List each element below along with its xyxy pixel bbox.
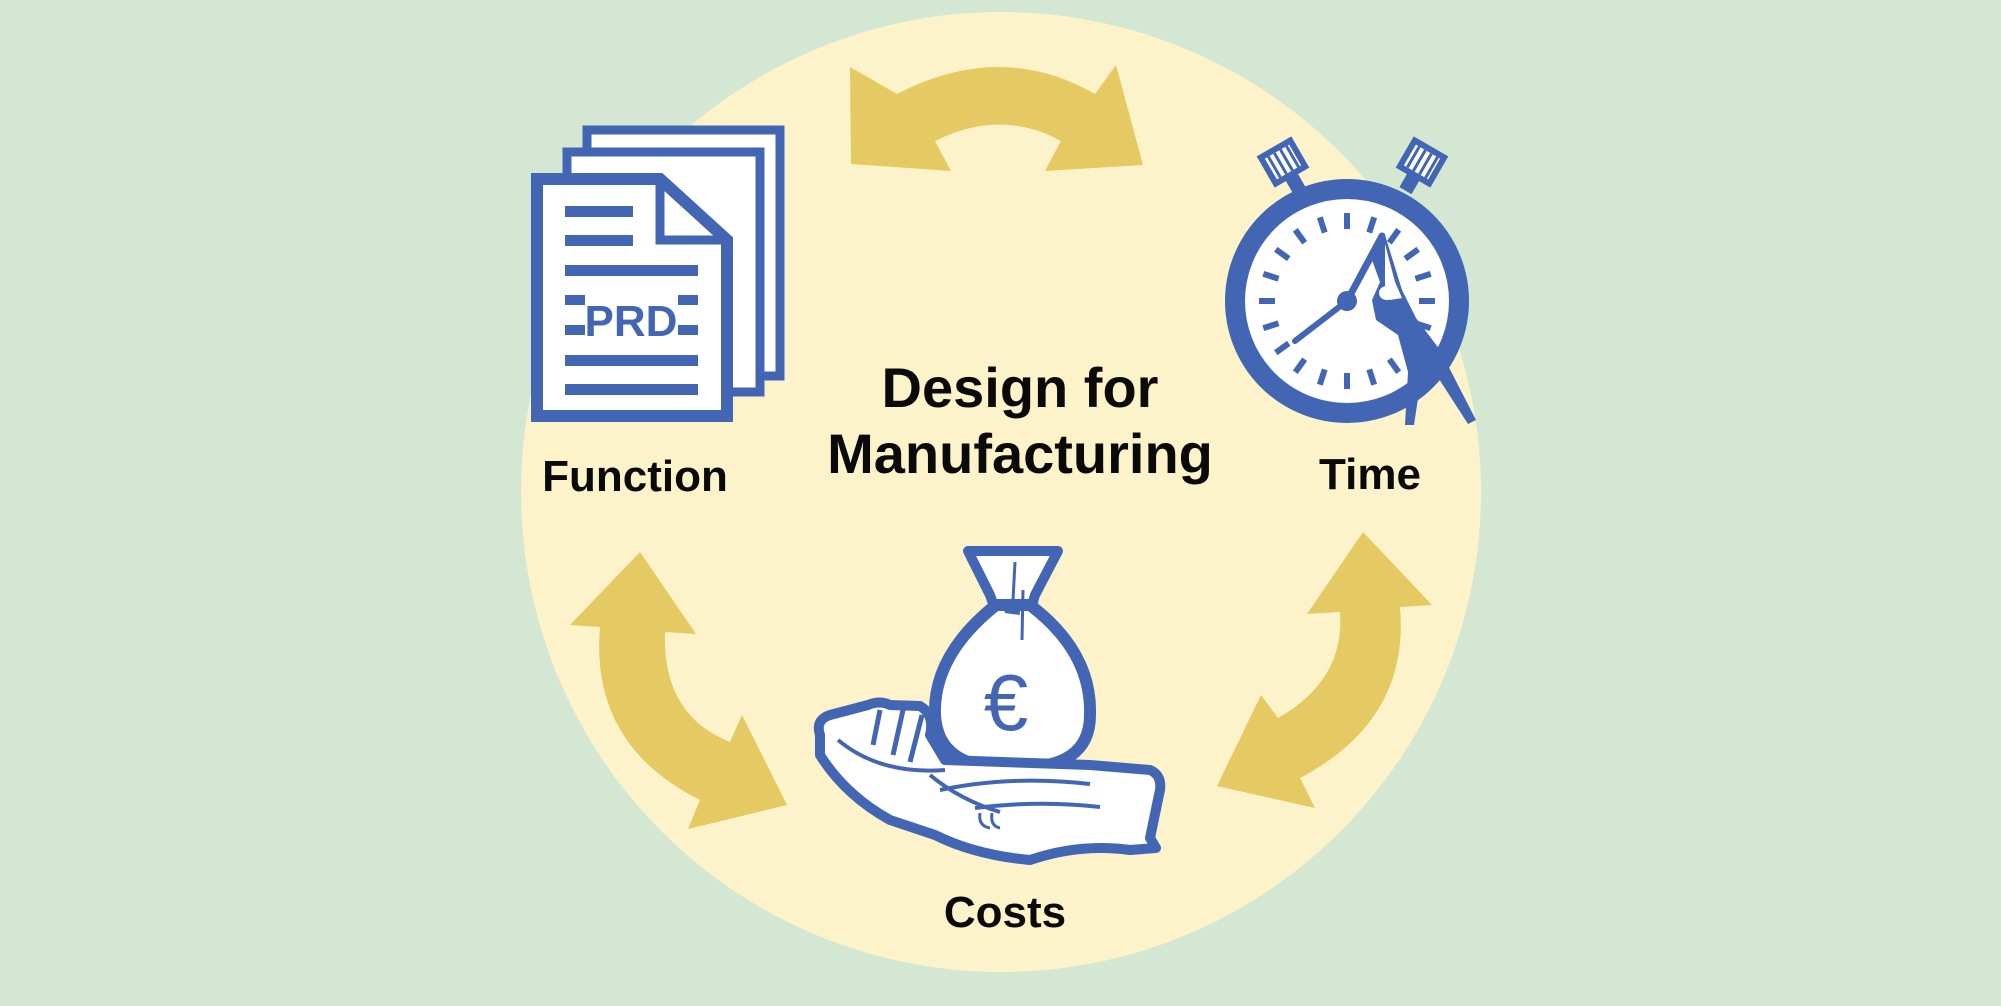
time-costs-arrow <box>1217 532 1432 808</box>
dial-tick <box>1262 320 1280 332</box>
stopwatch-icon <box>1225 136 1476 425</box>
dial-tick <box>1316 368 1328 386</box>
document-text: PRD <box>585 297 678 346</box>
title-line-2: Manufacturing <box>827 422 1213 485</box>
dial-tick <box>1292 228 1308 245</box>
dial-tick <box>1386 357 1402 374</box>
dial-tick <box>1366 216 1378 234</box>
currency-symbol: € <box>984 658 1029 747</box>
costs-label: Costs <box>943 888 1067 937</box>
dial-tick <box>1274 246 1291 262</box>
dial-tick <box>1414 270 1432 282</box>
document-stack-icon <box>531 125 785 422</box>
diagram-title: Design for Manufacturing <box>800 355 1240 487</box>
time-label: Time <box>1319 450 1421 499</box>
dial-tick <box>1262 270 1280 282</box>
dial-tick <box>1292 357 1308 374</box>
costs-function-arrow <box>570 552 787 829</box>
dial-tick <box>1274 340 1291 356</box>
dial-tick <box>1316 216 1328 234</box>
dial-tick <box>1386 228 1402 245</box>
title-line-1: Design for <box>881 356 1159 419</box>
money-bag-hand-icon <box>813 546 1166 865</box>
dial-tick <box>1403 246 1420 262</box>
function-label: Function <box>542 452 728 501</box>
dial-tick <box>1366 368 1378 386</box>
function-time-arrow <box>850 65 1143 171</box>
